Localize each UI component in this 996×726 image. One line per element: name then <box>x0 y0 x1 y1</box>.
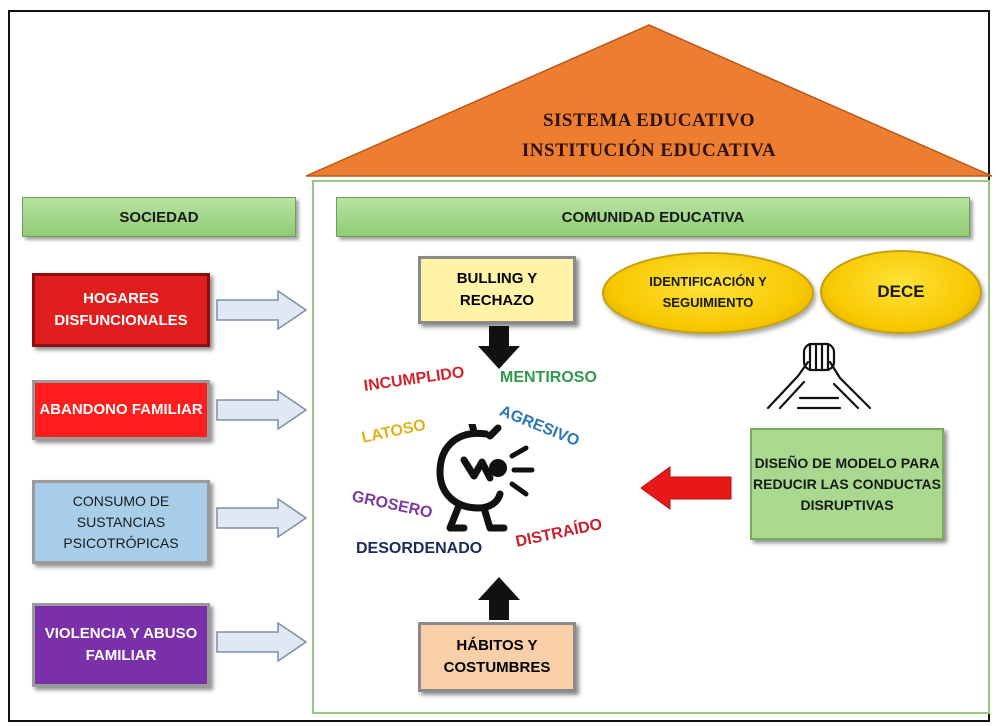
right-arrow-icon <box>216 390 308 430</box>
roof-triangle <box>304 22 994 178</box>
dece-oval: DECE <box>820 250 982 334</box>
arm-wrestling-icon <box>766 342 872 410</box>
right-arrow-icon <box>216 498 308 538</box>
down-arrow-icon <box>478 326 520 369</box>
behavior-desordenado: DESORDENADO <box>356 540 483 557</box>
identification-oval: IDENTIFICACIÓN Y SEGUIMIENTO <box>602 252 814 334</box>
right-arrow-icon <box>216 622 308 662</box>
factor-dysfunctional-homes: HOGARES DISFUNCIONALES <box>32 273 210 347</box>
factor-family-abandonment: ABANDONO FAMILIAR <box>32 380 210 440</box>
right-arrow-icon <box>216 290 308 330</box>
left-red-arrow-icon <box>640 466 732 510</box>
society-title: SOCIEDAD <box>22 197 296 237</box>
header-line-1: SISTEMA EDUCATIVO <box>542 110 756 131</box>
factor-substance-use: CONSUMO DE SUSTANCIAS PSICOTRÓPICAS <box>32 480 210 564</box>
community-title: COMUNIDAD EDUCATIVA <box>336 197 970 237</box>
habits-box: HÁBITOS Y COSTUMBRES <box>418 622 576 692</box>
model-design-box: DISEÑO DE MODELO PARA REDUCIR LAS CONDUC… <box>750 428 944 540</box>
header-line-2: INSTITUCIÓN EDUCATIVA <box>521 140 777 161</box>
student-face-icon <box>436 424 535 532</box>
bulling-box: BULLING Y RECHAZO <box>418 256 576 324</box>
up-arrow-icon <box>478 577 520 620</box>
factor-family-violence: VIOLENCIA Y ABUSO FAMILIAR <box>32 603 210 687</box>
behavior-mentiroso: MENTIROSO <box>500 369 597 386</box>
